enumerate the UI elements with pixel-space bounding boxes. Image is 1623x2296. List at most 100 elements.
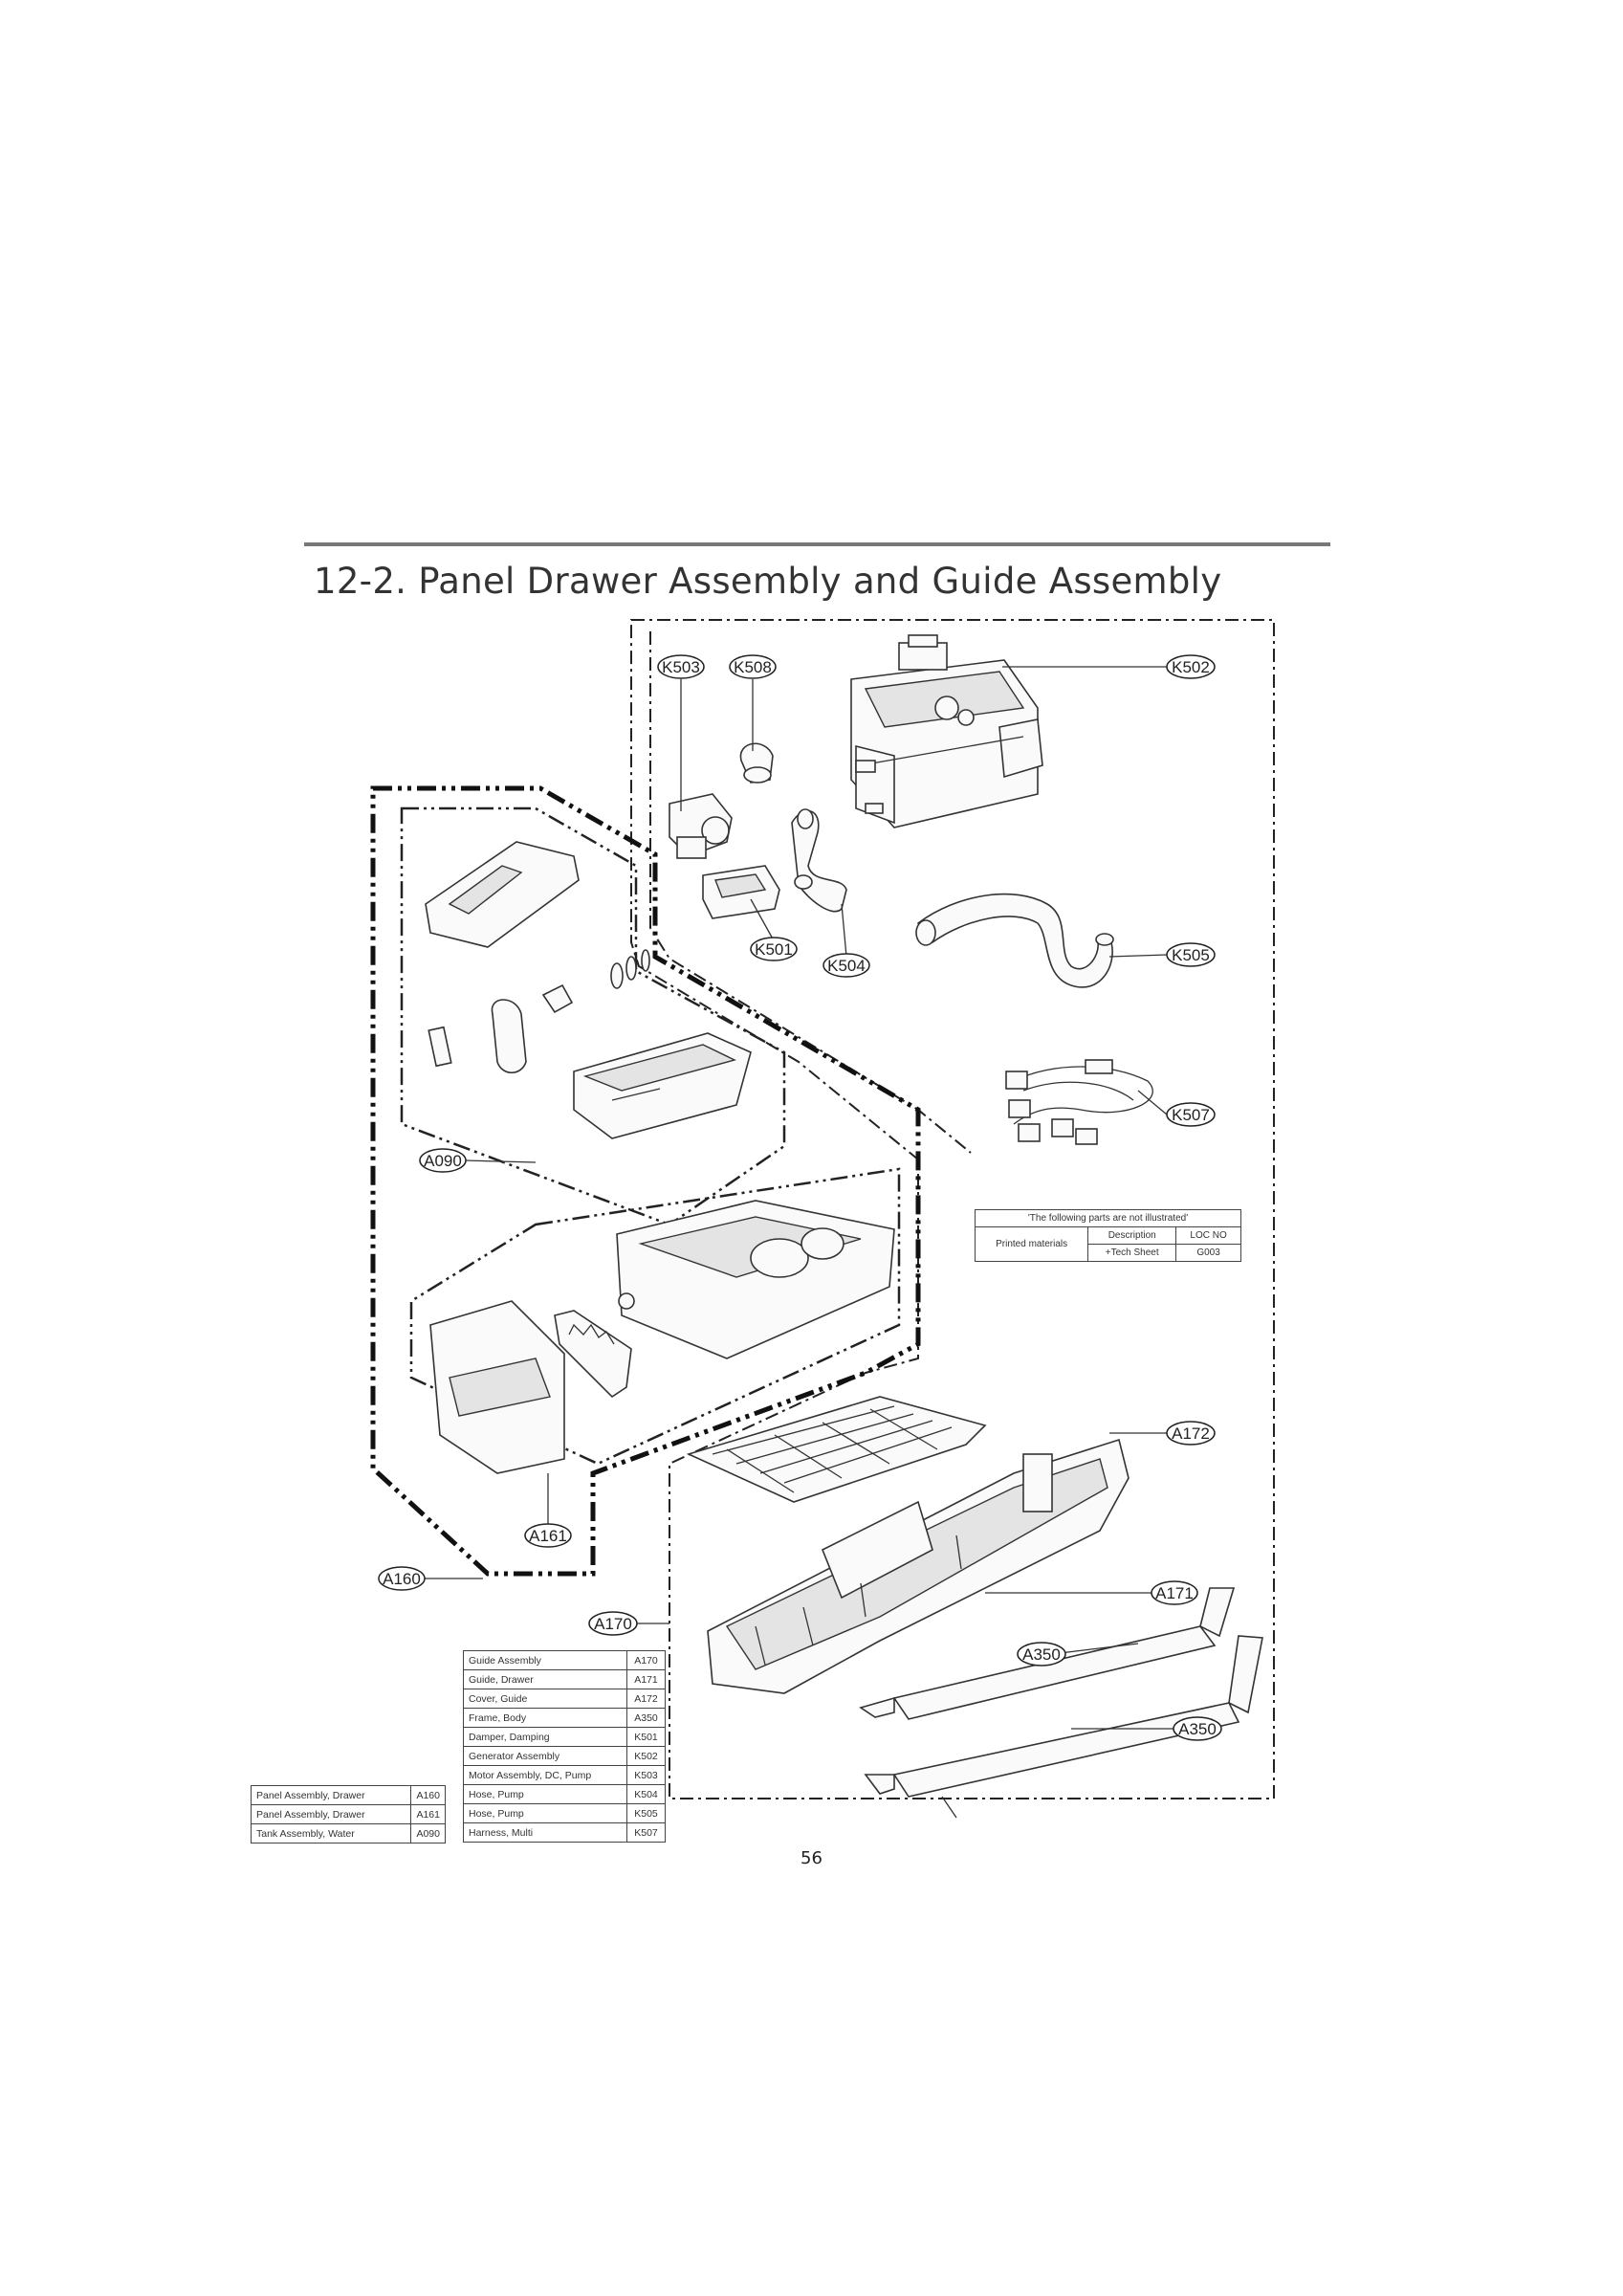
part-code: A170 (626, 1650, 666, 1670)
svg-text:K501: K501 (755, 940, 793, 959)
part-name: Tank Assembly, Water (250, 1823, 412, 1843)
part-name: Generator Assembly (463, 1746, 627, 1766)
callout-k501: K501 (750, 937, 798, 961)
svg-text:K502: K502 (1172, 658, 1210, 676)
drawer-body-drawing (616, 1200, 895, 1359)
svg-text:K505: K505 (1172, 946, 1210, 964)
body-frame-rails-drawing (859, 1587, 1263, 1819)
damper-drawing (702, 865, 780, 919)
callout-a171: A171 (1151, 1580, 1198, 1605)
callout-a160: A160 (378, 1566, 426, 1591)
callout-a350-upper: A350 (1017, 1642, 1066, 1667)
part-code: K502 (626, 1746, 666, 1766)
part-name: Hose, Pump (463, 1803, 627, 1823)
part-code: K501 (626, 1727, 666, 1747)
callout-k503: K503 (657, 654, 705, 679)
hose-k505-drawing (915, 893, 1114, 988)
part-name: Guide Assembly (463, 1650, 627, 1670)
part-code: A350 (626, 1708, 666, 1728)
svg-text:A170: A170 (594, 1615, 632, 1633)
callout-k507: K507 (1166, 1102, 1216, 1127)
part-code: A090 (410, 1823, 446, 1843)
svg-text:K503: K503 (662, 658, 700, 676)
svg-text:A350: A350 (1178, 1720, 1217, 1738)
part-code: A160 (410, 1785, 446, 1805)
valve-ring-drawings (428, 949, 650, 1074)
part-name: Guide, Drawer (463, 1669, 627, 1689)
callout-k508: K508 (729, 654, 777, 679)
part-name: Harness, Multi (463, 1822, 627, 1843)
callout-a170: A170 (588, 1611, 638, 1636)
callout-leaders (424, 666, 1174, 1730)
svg-text:A172: A172 (1172, 1424, 1210, 1443)
panel-frame-drawing (554, 1310, 632, 1399)
svg-text:K508: K508 (734, 658, 772, 676)
printed-item-loc: G003 (1175, 1244, 1241, 1262)
tank-subgroup-frame (400, 806, 786, 1226)
guide-cover-drawing (686, 1396, 987, 1503)
part-name: Frame, Body (463, 1708, 627, 1728)
title-rule (304, 542, 1330, 546)
part-name: Panel Assembly, Drawer (250, 1785, 412, 1805)
hose-k504-drawing (791, 808, 847, 913)
printed-col-loc: LOC NO (1175, 1226, 1241, 1245)
printed-table-header: 'The following parts are not illustrated… (975, 1209, 1241, 1227)
tank-cover-drawing (425, 841, 580, 948)
clamp-drawing (739, 742, 774, 784)
svg-text:A161: A161 (529, 1527, 567, 1545)
part-code: K505 (626, 1803, 666, 1823)
part-name: Cover, Guide (463, 1689, 627, 1709)
panel-subgroup-frame (409, 1167, 901, 1466)
part-name: Hose, Pump (463, 1784, 627, 1804)
svg-text:A350: A350 (1022, 1645, 1061, 1664)
panel-drawer-group-frame (370, 785, 921, 1577)
svg-text:A090: A090 (424, 1152, 462, 1170)
harness-drawing (1005, 1059, 1153, 1145)
part-code: K503 (626, 1765, 666, 1785)
guide-group-frame (630, 619, 1275, 1799)
printed-col-description: Description (1087, 1226, 1177, 1245)
callout-a350-lower: A350 (1173, 1716, 1222, 1741)
part-name: Panel Assembly, Drawer (250, 1804, 412, 1824)
svg-text:K507: K507 (1172, 1106, 1210, 1124)
printed-row-label: Printed materials (974, 1226, 1089, 1262)
drawer-panel-drawing (429, 1300, 565, 1474)
callout-a172: A172 (1166, 1421, 1216, 1446)
guide-drawer-drawing (707, 1438, 1130, 1694)
svg-text:K504: K504 (827, 957, 866, 975)
part-code: K504 (626, 1784, 666, 1804)
callout-a161: A161 (524, 1523, 572, 1548)
callout-a090: A090 (419, 1148, 467, 1173)
printed-item-description: +Tech Sheet (1087, 1244, 1177, 1262)
part-name: Damper, Damping (463, 1727, 627, 1747)
callout-k505: K505 (1166, 942, 1216, 967)
page-title: 12-2. Panel Drawer Assembly and Guide As… (314, 561, 1222, 602)
part-name: Motor Assembly, DC, Pump (463, 1765, 627, 1785)
callout-k502: K502 (1166, 654, 1216, 679)
generator-assembly-drawing (850, 634, 1043, 828)
callout-k504: K504 (822, 953, 870, 978)
part-code: K507 (626, 1822, 666, 1843)
svg-text:A171: A171 (1155, 1584, 1194, 1602)
water-tank-drawing (573, 1032, 752, 1139)
part-code: A171 (626, 1669, 666, 1689)
generator-subgroup-frame (649, 631, 972, 1154)
svg-text:A160: A160 (383, 1570, 421, 1588)
part-code: A161 (410, 1804, 446, 1824)
